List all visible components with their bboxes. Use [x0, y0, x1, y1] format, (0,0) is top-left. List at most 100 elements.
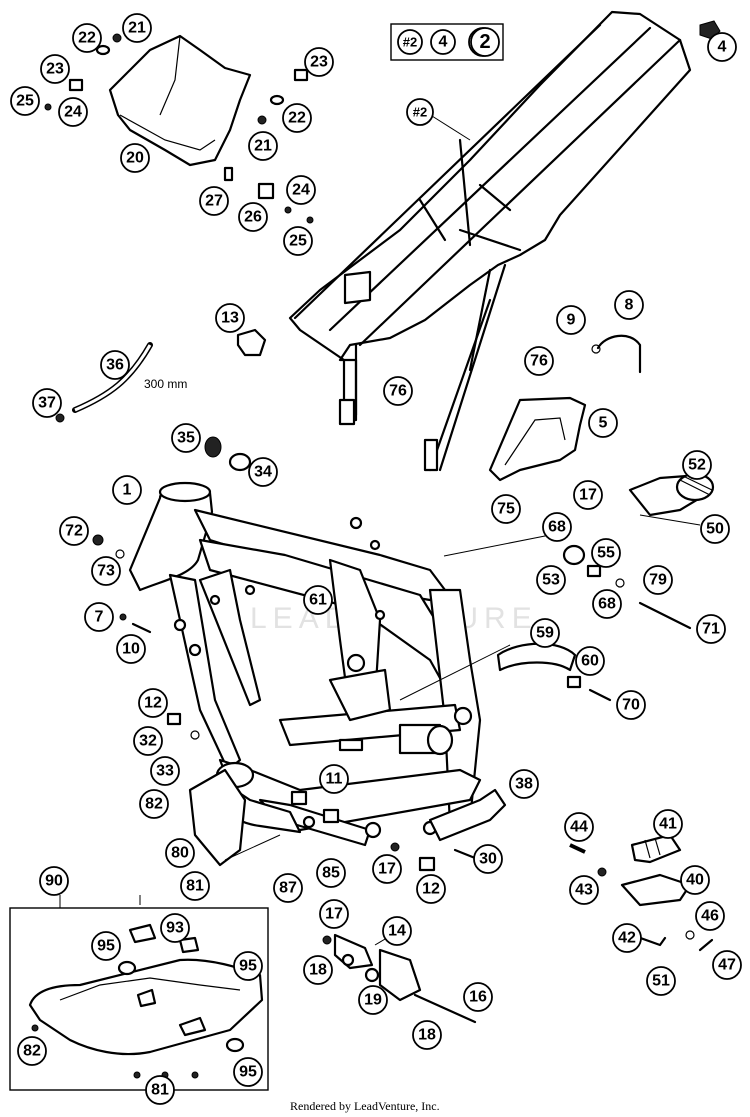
callout-label: 17 [325, 906, 343, 923]
guard-part-20 [108, 34, 252, 182]
callout-9: 9 [556, 305, 586, 335]
callout-85: 85 [316, 858, 346, 888]
callout-25b: 25 [283, 226, 313, 256]
callout-51: 51 [646, 966, 676, 996]
callout-label: 14 [388, 923, 406, 940]
callout-label: 53 [542, 572, 560, 589]
callout-label: 80 [171, 845, 189, 862]
callout-76b: 76 [383, 376, 413, 406]
callout-44: 44 [564, 812, 594, 842]
callout-label: 55 [597, 545, 615, 562]
callout-label: 24 [64, 104, 82, 121]
callout-label: 72 [65, 523, 83, 540]
callout-59: 59 [530, 618, 560, 648]
callout-22b: 22 [282, 103, 312, 133]
callout-label: 85 [322, 865, 340, 882]
callout-label: 44 [570, 819, 588, 836]
callout-21a: 21 [122, 13, 152, 43]
callout-36: 36 [100, 350, 130, 380]
callout-label: 8 [625, 297, 634, 314]
callout-label: 27 [205, 193, 223, 210]
callout-32: 32 [133, 726, 163, 756]
callout-61: 61 [303, 585, 333, 615]
callout-43: 43 [569, 875, 599, 905]
callout-41: 41 [653, 809, 683, 839]
callout-label: 51 [652, 973, 670, 990]
svg-text:#2: #2 [413, 105, 427, 120]
callout-label: 2 [479, 31, 490, 53]
callout-71: 71 [696, 614, 726, 644]
callout-17a: 17 [573, 480, 603, 510]
callout-18a: 18 [303, 955, 333, 985]
svg-text:4: 4 [439, 34, 448, 51]
callout-label: 37 [38, 395, 56, 412]
callout-label: 82 [23, 1043, 41, 1060]
callout-76a: 76 [524, 346, 554, 376]
callout-50: 50 [700, 514, 730, 544]
callout-46: 46 [695, 901, 725, 931]
callout-label: 59 [536, 625, 554, 642]
callout-label: 18 [418, 1027, 436, 1044]
callout-label: 12 [144, 695, 162, 712]
callout-4: 4 [707, 32, 737, 62]
callout-81a: 81 [180, 871, 210, 901]
callout-label: 82 [145, 796, 163, 813]
footrest-bracket-part-5 [488, 396, 587, 482]
callout-25a: 25 [10, 86, 40, 116]
callout-label: 81 [186, 878, 204, 895]
callout-label: 21 [254, 138, 272, 155]
callout-60: 60 [575, 646, 605, 676]
legend-item-2-marker: #2 [397, 29, 423, 55]
callout-label: 7 [95, 609, 104, 626]
bracket-part-38 [428, 788, 507, 842]
callout-label: 10 [122, 641, 140, 658]
callout-14: 14 [382, 916, 412, 946]
callout-37: 37 [32, 388, 62, 418]
callout-23a: 23 [40, 54, 70, 84]
callout-30: 30 [473, 844, 503, 874]
legend-item-4: 4 [430, 29, 456, 55]
callout-93: 93 [160, 913, 190, 943]
bolt-hardware-right [496, 544, 692, 702]
callout-label: 46 [701, 908, 719, 925]
callout-68b: 68 [592, 589, 622, 619]
callout-95a: 95 [91, 931, 121, 961]
callout-label: 79 [649, 572, 667, 589]
callout-27: 27 [199, 186, 229, 216]
callout-label: 25 [289, 233, 307, 250]
callout-label: 13 [221, 310, 239, 327]
callout-label: 76 [530, 353, 548, 370]
callout-17c: 17 [319, 899, 349, 929]
callout-87: 87 [273, 873, 303, 903]
callout-22a: 22 [72, 23, 102, 53]
callout-10: 10 [116, 634, 146, 664]
callout-label: 81 [151, 1082, 169, 1099]
callout-23b: 23 [304, 47, 334, 77]
callout-label: 42 [618, 930, 636, 947]
footpeg-parts-50-52 [628, 472, 715, 526]
callout-label: 16 [469, 989, 487, 1006]
callout-12a: 12 [138, 688, 168, 718]
callout-21b: 21 [248, 131, 278, 161]
callout-label: 18 [309, 962, 327, 979]
callout-label: 12 [422, 881, 440, 898]
callout-13: 13 [215, 303, 245, 333]
callout-label: 21 [128, 20, 146, 37]
callout-label: 95 [97, 938, 115, 955]
callout-label: 38 [515, 776, 533, 793]
callout-80: 80 [165, 838, 195, 868]
callout-40: 40 [680, 865, 710, 895]
callout-16: 16 [463, 982, 493, 1012]
callout-18b: 18 [412, 1020, 442, 1050]
callout-42: 42 [612, 923, 642, 953]
callout-82a: 82 [139, 789, 169, 819]
callout-72: 72 [59, 516, 89, 546]
callout-73: 73 [91, 556, 121, 586]
callout-47: 47 [712, 950, 742, 980]
callout-34: 34 [248, 457, 278, 487]
callout-7: 7 [84, 602, 114, 632]
callout-2: 2 [470, 27, 500, 57]
rear-subframe [288, 10, 692, 472]
callout-label: 19 [364, 992, 382, 1009]
